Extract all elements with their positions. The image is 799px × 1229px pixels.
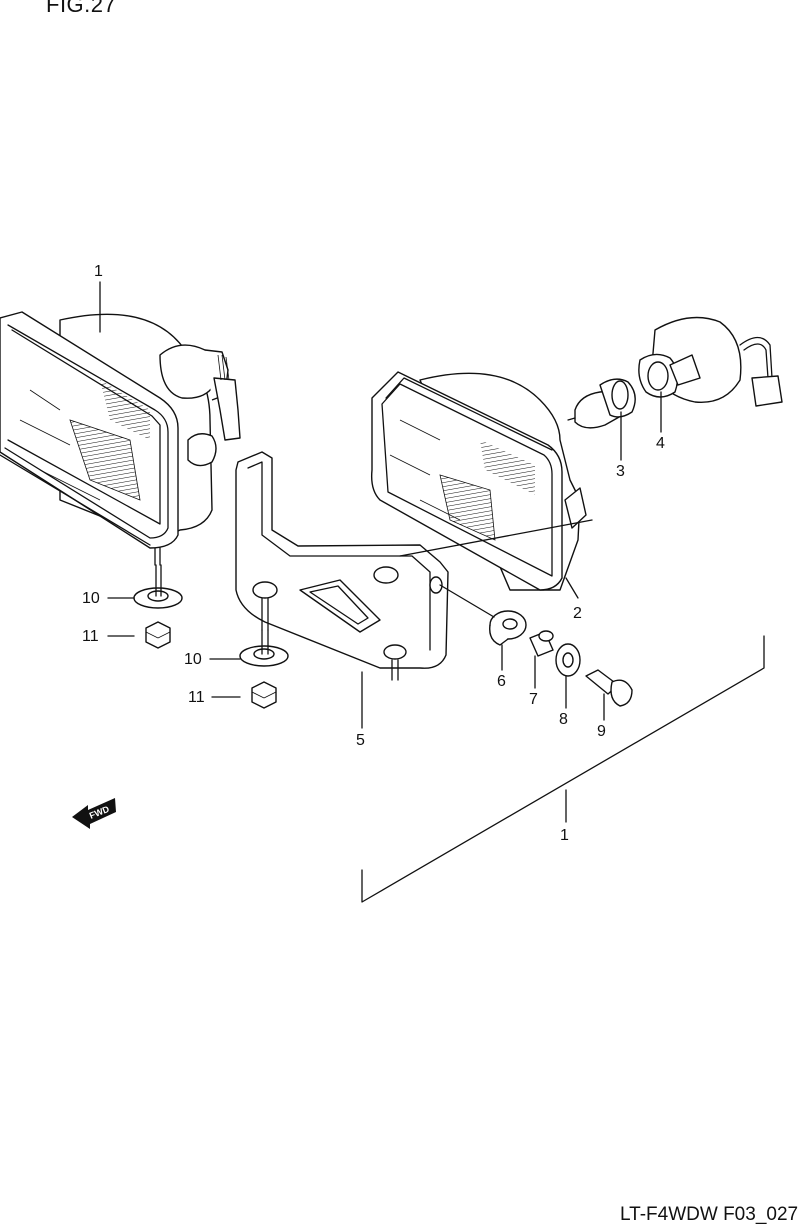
callout-11-middle: 11: [188, 689, 205, 706]
left-headlamp-drawing: [0, 311, 241, 566]
callout-1-top: 1: [94, 263, 103, 280]
callout-4: 4: [656, 435, 665, 452]
right-headlamp-drawing: [370, 371, 587, 591]
callout-7: 7: [529, 691, 538, 708]
callout-10-middle: 10: [184, 651, 202, 668]
mount-hardware-drawing: [489, 610, 633, 707]
callout-11-left: 11: [82, 628, 99, 645]
callout-1-assembly: 1: [560, 827, 569, 844]
forward-direction-badge: FWD: [72, 798, 116, 829]
callout-9: 9: [597, 723, 606, 740]
callout-3: 3: [616, 463, 625, 480]
callout-8: 8: [559, 711, 568, 728]
callout-labels: 1 2 3 4 5 6 7 8 9 10 10 11 11 1: [82, 263, 665, 844]
callout-2: 2: [573, 605, 582, 622]
socket-drawing: [638, 316, 783, 407]
middle-washer-nut-drawing: [239, 629, 289, 709]
figure-title: FIG.27: [46, 0, 117, 17]
callout-5: 5: [356, 732, 365, 749]
leader-lines: [99, 281, 765, 903]
diagram-code: LT-F4WDW F03_027: [620, 1204, 799, 1225]
bulb-drawing: [567, 378, 636, 429]
callout-6: 6: [497, 673, 506, 690]
left-washer-nut-drawing: [133, 564, 183, 649]
bracket-drawing: [235, 451, 449, 681]
callout-10-left: 10: [82, 590, 100, 607]
